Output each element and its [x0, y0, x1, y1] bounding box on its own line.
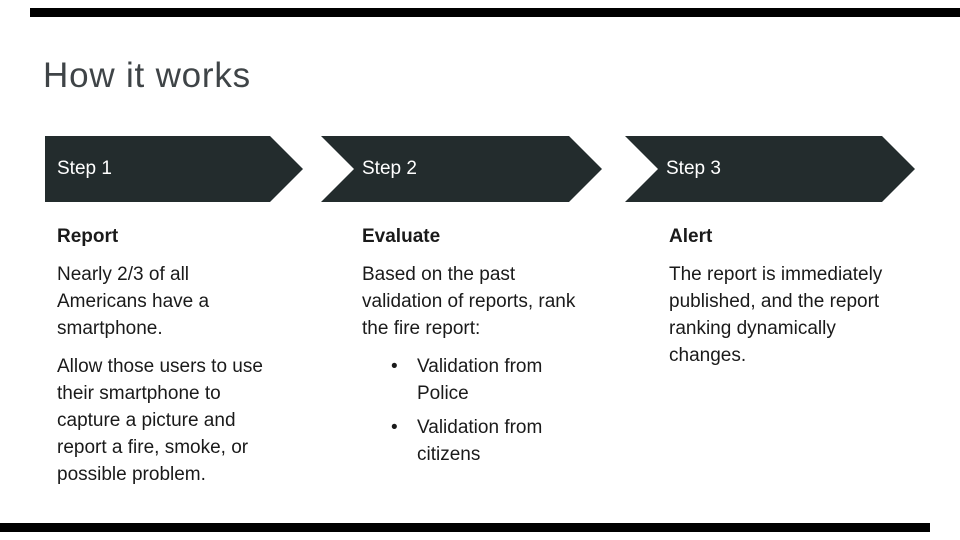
- column-heading: Alert: [669, 226, 713, 247]
- text-line: capture a picture and: [57, 410, 236, 431]
- step-column-alert: Alert The report is immediately publishe…: [669, 223, 931, 380]
- text-line: Police: [417, 383, 469, 404]
- process-step-1-chevron: Step 1: [45, 136, 303, 202]
- text-line: Based on the past: [362, 264, 516, 285]
- bottom-accent-bar: [0, 523, 930, 532]
- text-line: published, and the report: [669, 291, 880, 312]
- paragraph: Based on the past validation of reports,…: [362, 261, 610, 342]
- page-title: How it works: [43, 56, 251, 95]
- process-step-3-chevron: Step 3: [625, 136, 915, 202]
- text-line: possible problem.: [57, 464, 206, 485]
- column-heading: Evaluate: [362, 226, 441, 247]
- top-accent-bar: [30, 8, 960, 17]
- text-line: changes.: [669, 345, 747, 366]
- step-2-label: Step 2: [362, 158, 417, 179]
- bullet-item: • Validation from citizens: [362, 414, 610, 468]
- bullet-marker: •: [391, 356, 398, 377]
- bullet-text: Validation from citizens: [417, 414, 610, 468]
- step-3-label: Step 3: [666, 158, 721, 179]
- text-line: citizens: [417, 444, 481, 465]
- text-line: ranking dynamically: [669, 318, 836, 339]
- paragraph: The report is immediately published, and…: [669, 261, 931, 369]
- text-line: the fire report:: [362, 318, 481, 339]
- text-line: their smartphone to: [57, 383, 221, 404]
- paragraph: Allow those users to use their smartphon…: [57, 353, 297, 488]
- bullet-item: • Validation from Police: [362, 353, 610, 407]
- step-1-label: Step 1: [57, 158, 112, 179]
- text-line: The report is immediately: [669, 264, 883, 285]
- text-line: Nearly 2/3 of all: [57, 264, 190, 285]
- text-line: report a fire, smoke, or: [57, 437, 249, 458]
- bullet-marker: •: [391, 417, 398, 438]
- text-line: Validation from: [417, 417, 543, 438]
- text-line: smartphone.: [57, 318, 163, 339]
- text-line: Allow those users to use: [57, 356, 263, 377]
- text-line: Americans have a: [57, 291, 210, 312]
- process-arrow-row: Step 1 Step 2 Step 3: [0, 136, 960, 202]
- paragraph: Nearly 2/3 of all Americans have a smart…: [57, 261, 297, 342]
- text-line: Validation from: [417, 356, 543, 377]
- step-column-report: Report Nearly 2/3 of all Americans have …: [57, 223, 297, 499]
- bullet-list: • Validation from Police • Validation fr…: [362, 353, 610, 468]
- process-step-2-chevron: Step 2: [321, 136, 602, 202]
- column-heading: Report: [57, 226, 119, 247]
- text-line: validation of reports, rank: [362, 291, 576, 312]
- step-column-evaluate: Evaluate Based on the past validation of…: [362, 223, 610, 475]
- bullet-text: Validation from Police: [417, 353, 610, 407]
